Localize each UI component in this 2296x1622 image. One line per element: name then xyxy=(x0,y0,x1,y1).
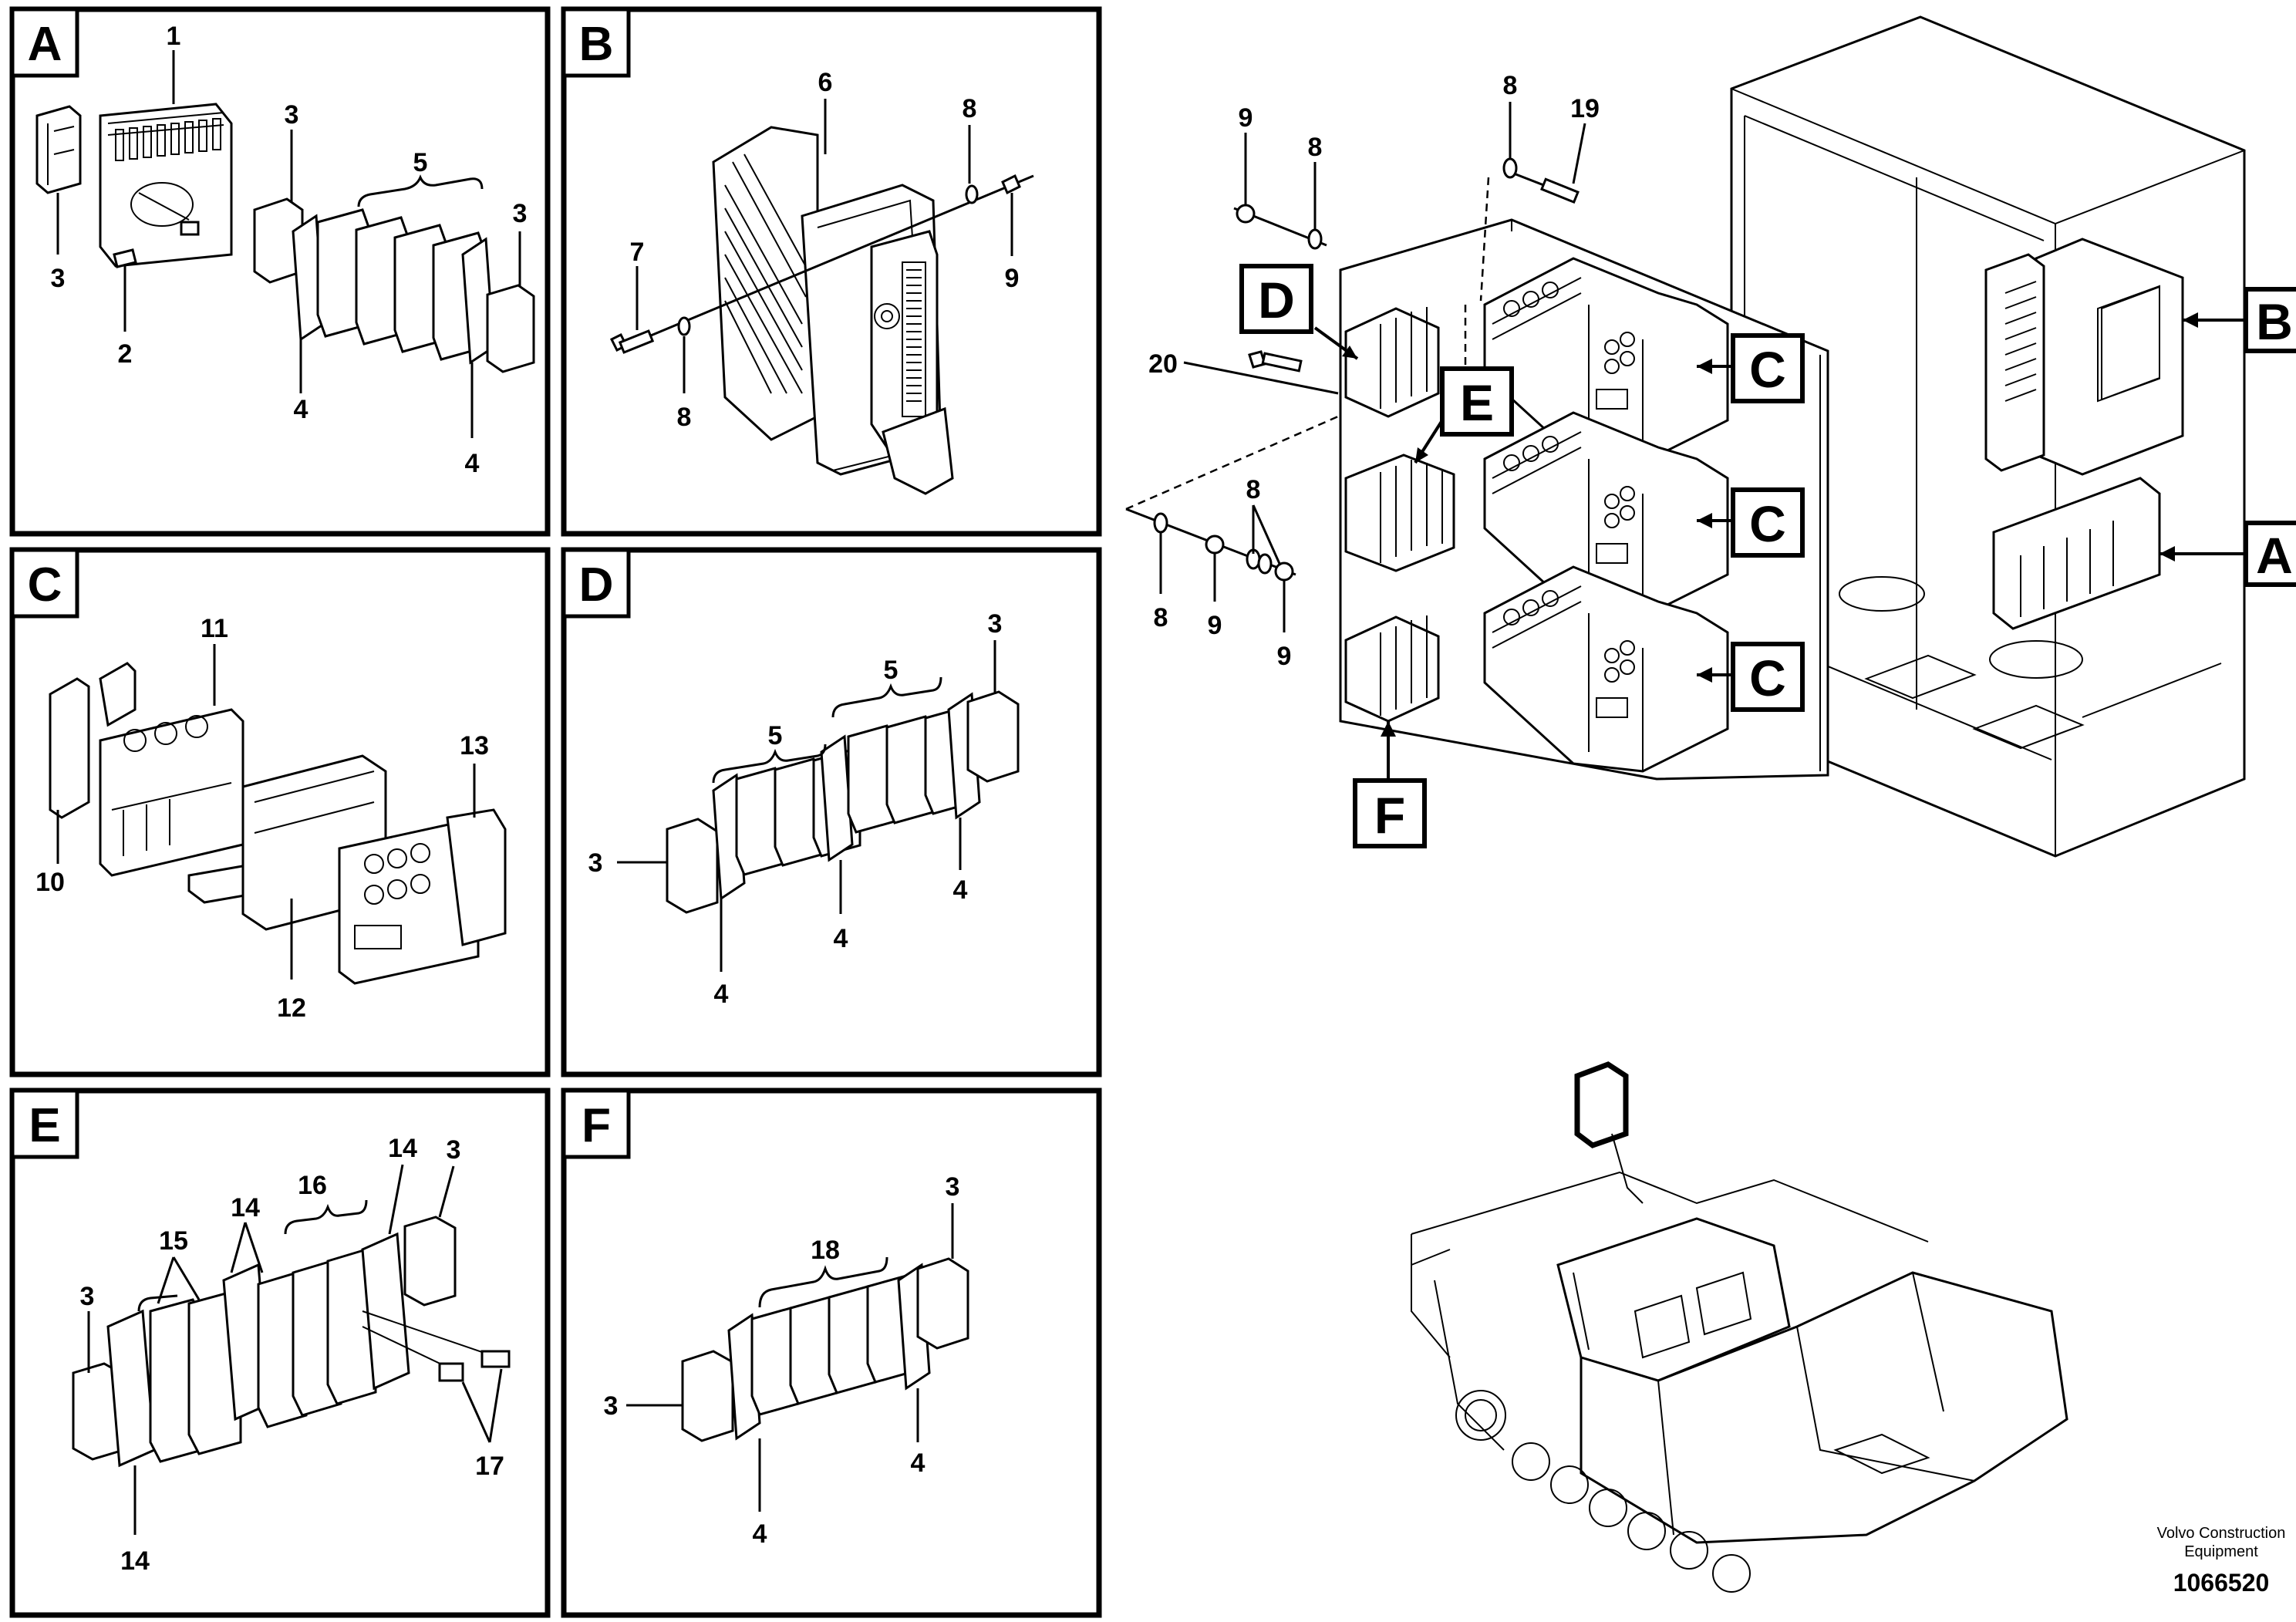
label-10: 10 xyxy=(35,868,65,897)
label-4: 4 xyxy=(753,1519,767,1549)
label-13: 13 xyxy=(460,731,489,760)
label-9: 9 xyxy=(1277,642,1292,671)
label-5: 5 xyxy=(768,721,783,750)
panel-c-label: C xyxy=(28,558,62,612)
svg-text:E: E xyxy=(1460,374,1494,431)
label-3: 3 xyxy=(51,264,66,293)
label-5: 5 xyxy=(884,656,899,685)
label-17: 17 xyxy=(475,1452,504,1481)
panel-d-label: D xyxy=(579,558,614,612)
label-19: 19 xyxy=(1570,94,1600,123)
document-number: 1066520 xyxy=(2173,1569,2270,1597)
svg-text:A: A xyxy=(2256,527,2293,584)
svg-text:C: C xyxy=(1749,649,1786,706)
label-9: 9 xyxy=(1208,611,1222,640)
panel-c: C xyxy=(9,547,551,1077)
callout-b: B xyxy=(2183,287,2296,353)
callout-a: A xyxy=(2159,521,2296,587)
svg-text:B: B xyxy=(2256,293,2293,350)
label-4: 4 xyxy=(465,449,480,478)
cabinet-overview: 9 8 8 19 20 8 8 9 9 B A C xyxy=(1125,15,2296,858)
label-3: 3 xyxy=(988,609,1003,639)
panel-e-label: E xyxy=(29,1099,60,1152)
svg-text:F: F xyxy=(1374,787,1405,844)
label-14: 14 xyxy=(388,1134,417,1163)
label-3: 3 xyxy=(946,1172,960,1202)
panel-e: E xyxy=(9,1088,551,1618)
label-11: 11 xyxy=(201,614,228,643)
label-8: 8 xyxy=(1246,475,1261,504)
panel-c-parts: 11 10 12 13 xyxy=(35,614,507,1023)
panel-d-parts: 3 4 4 4 5 5 3 xyxy=(588,609,1020,1009)
label-3: 3 xyxy=(447,1135,461,1165)
panel-f: F xyxy=(561,1088,1102,1618)
label-1: 1 xyxy=(167,22,181,51)
label-14: 14 xyxy=(120,1546,150,1576)
label-8: 8 xyxy=(677,403,692,432)
label-3: 3 xyxy=(285,100,299,130)
label-18: 18 xyxy=(811,1236,840,1265)
panel-b-parts: 6 8 9 7 8 xyxy=(609,68,1034,495)
label-16: 16 xyxy=(298,1171,327,1200)
panel-a-label: A xyxy=(28,18,62,71)
label-15: 15 xyxy=(159,1226,188,1256)
callout-c: C xyxy=(1697,333,1805,403)
panel-d: D xyxy=(561,547,1102,1077)
callout-d: D xyxy=(1239,264,1359,360)
label-20: 20 xyxy=(1148,349,1178,379)
label-3: 3 xyxy=(604,1391,619,1421)
contactor-assembly xyxy=(1483,257,1729,464)
contactor-assembly xyxy=(1483,565,1729,773)
label-5: 5 xyxy=(413,148,428,177)
callout-e: E xyxy=(1414,366,1514,464)
label-9: 9 xyxy=(1005,264,1020,293)
svg-text:C: C xyxy=(1749,495,1786,552)
label-4: 4 xyxy=(714,980,729,1009)
label-8: 8 xyxy=(1308,133,1323,162)
label-8: 8 xyxy=(1154,603,1168,632)
machine-location-view xyxy=(1411,1061,2068,1593)
label-2: 2 xyxy=(118,339,133,369)
label-4: 4 xyxy=(953,875,968,905)
label-12: 12 xyxy=(277,993,306,1023)
label-8: 8 xyxy=(963,94,977,123)
label-4: 4 xyxy=(294,395,308,424)
panel-e-parts: 3 14 15 14 16 14 3 17 xyxy=(72,1134,511,1576)
panel-f-label: F xyxy=(582,1099,611,1152)
panel-b-label: B xyxy=(579,18,614,71)
label-6: 6 xyxy=(818,68,833,97)
brand-line-2: Equipment xyxy=(2184,1543,2258,1560)
panel-f-parts: 3 4 4 18 3 xyxy=(604,1172,969,1549)
label-3: 3 xyxy=(513,199,528,228)
callout-f: F xyxy=(1353,721,1427,848)
callout-c: C xyxy=(1697,642,1805,712)
panel-a: A xyxy=(9,6,551,537)
label-7: 7 xyxy=(630,238,645,267)
label-4: 4 xyxy=(834,924,848,953)
label-3: 3 xyxy=(588,848,603,878)
brand-line-1: Volvo Construction xyxy=(2157,1525,2286,1542)
label-4: 4 xyxy=(911,1448,925,1478)
panel-a-parts: 1 3 2 3 5 3 4 4 xyxy=(35,22,535,478)
svg-text:D: D xyxy=(1258,271,1295,329)
label-3: 3 xyxy=(80,1282,95,1311)
label-9: 9 xyxy=(1239,103,1253,133)
svg-text:C: C xyxy=(1749,341,1786,398)
panel-b: B xyxy=(561,6,1102,537)
label-8: 8 xyxy=(1503,71,1518,100)
label-14: 14 xyxy=(231,1193,260,1222)
contactor-assembly xyxy=(1483,411,1729,619)
callout-c: C xyxy=(1697,487,1805,558)
